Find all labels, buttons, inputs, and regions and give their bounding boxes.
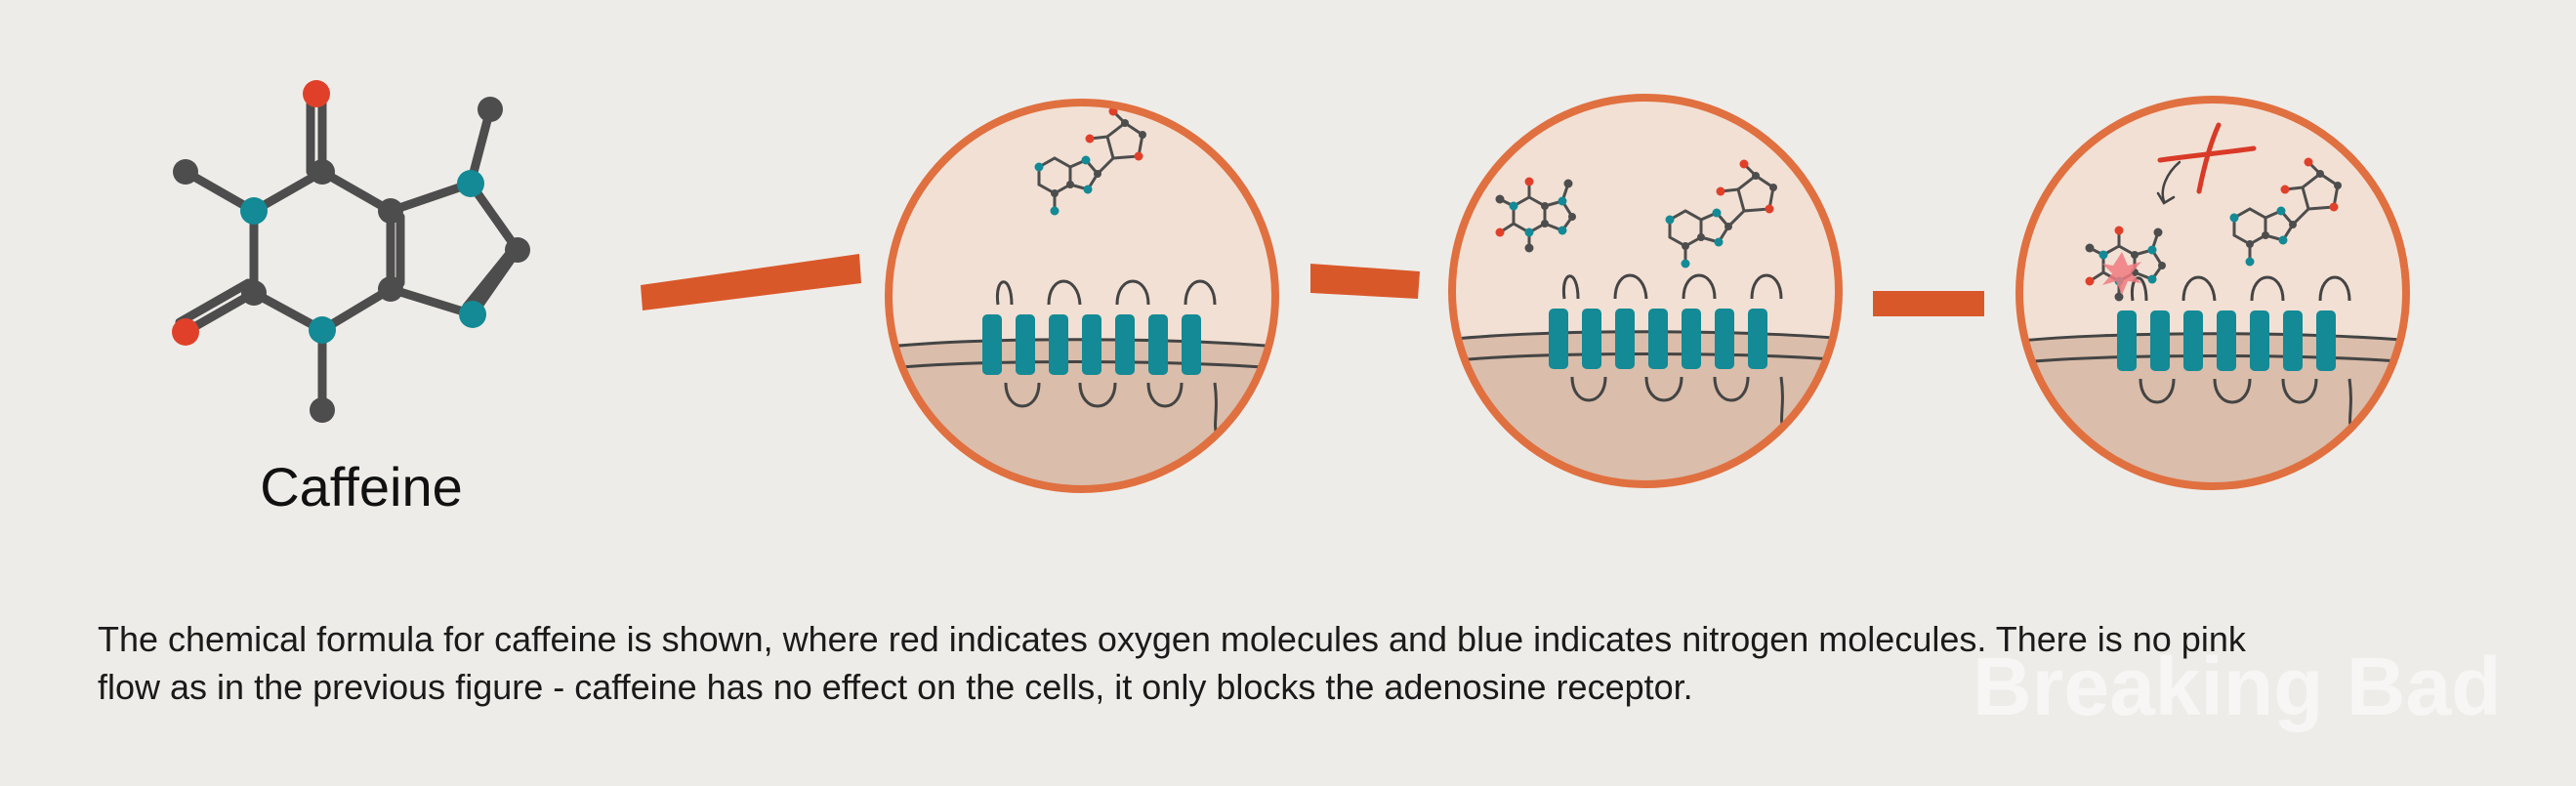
caption-line-1: The chemical formula for caffeine is sho… [98,619,2246,659]
oxygen-atom [172,318,199,346]
binding-spark-icon [2102,252,2141,295]
nitrogen-atom [457,170,484,197]
methyl-atom [478,97,503,122]
connector-bar-1 [641,254,861,310]
carbon-atom [505,237,530,263]
panel-2-border [1448,94,1843,488]
carbon-atom [378,198,403,224]
carbon-atom [241,280,267,306]
panel-3-border [2015,96,2410,490]
panel-1-border [885,99,1279,493]
caffeine-structure [172,80,530,423]
carbon-atom [310,159,335,185]
connector-bar-3 [1873,291,1984,316]
nitrogen-atom [240,197,268,225]
nitrogen-atom [309,316,336,344]
oxygen-atom [303,80,330,107]
panel-1 [885,99,1279,493]
connector-bar-2 [1310,264,1420,299]
panel-2 [1448,94,1843,488]
red-x-mark-icon [2156,122,2257,205]
watermark-text: Breaking Bad [1973,641,2502,732]
caption-line-2: flow as in the previous figure - caffein… [98,667,1693,707]
methyl-atom [310,397,335,423]
carbon-atom [378,276,403,302]
connector-bars [641,254,1984,316]
methyl-atom [173,159,198,185]
figure-caption: The chemical formula for caffeine is sho… [98,615,2519,711]
nitrogen-atom [459,301,486,328]
panel-3 [2015,96,2410,490]
molecule-name: Caffeine [260,456,463,517]
